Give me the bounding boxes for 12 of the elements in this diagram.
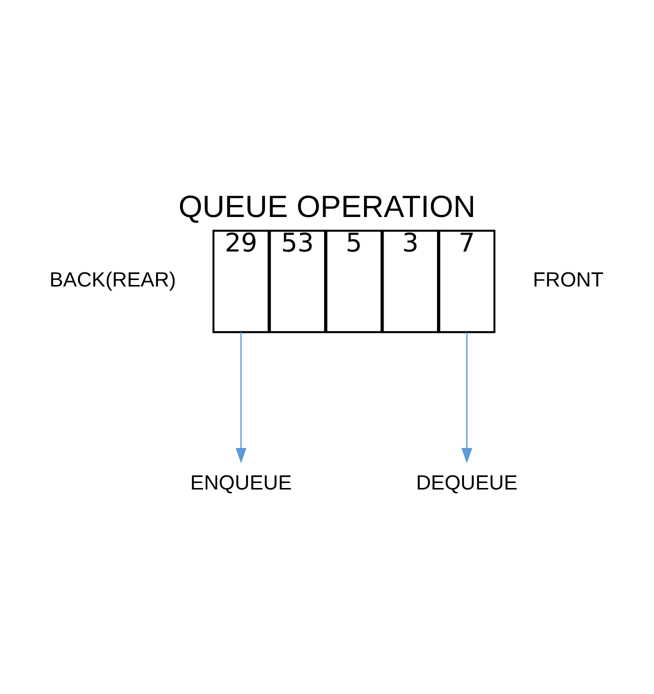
- node-box: 29: [212, 229, 270, 333]
- node-text: ENQUEUE: [190, 471, 292, 494]
- node-box: 53: [268, 229, 326, 333]
- node-box: 5: [325, 229, 382, 333]
- label: FRONT: [532, 268, 604, 291]
- node-box: 7: [438, 229, 496, 333]
- node-text: DEQUEUE: [416, 471, 518, 494]
- diagram-title: QUEUE OPERATION: [178, 188, 476, 224]
- node-box: 3: [382, 229, 439, 333]
- arrow: [461, 332, 472, 463]
- arrow: [236, 332, 246, 463]
- label: BACK(REAR): [49, 268, 176, 291]
